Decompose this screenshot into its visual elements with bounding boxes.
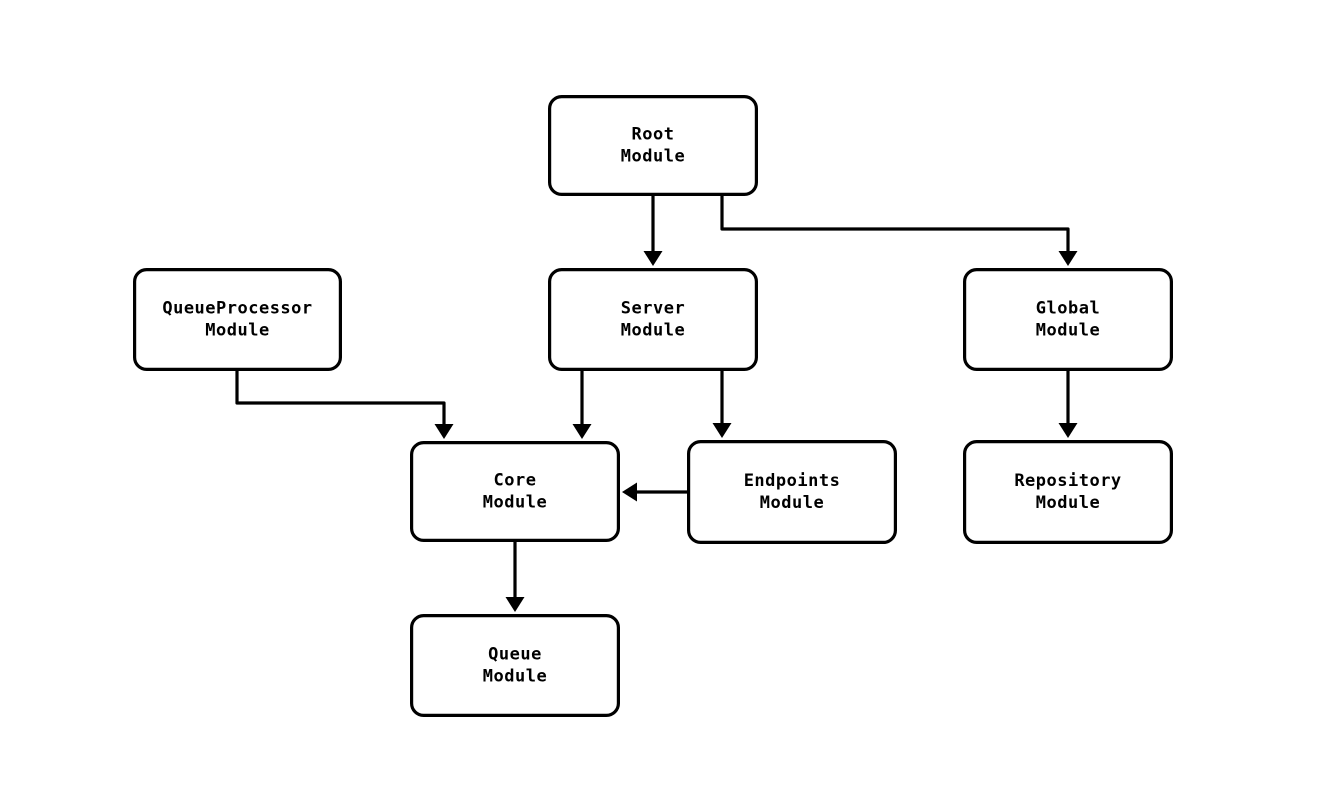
edge-endpoints-to-core: [622, 482, 687, 502]
endpoints-module-node-box[interactable]: [686, 440, 897, 545]
endpoints-module-node-label-line1: Endpoints: [744, 471, 841, 491]
global-module-node-label-line1: Global: [1036, 299, 1100, 319]
repository-module-node-label-line2: Module: [1036, 493, 1100, 513]
endpoints-module-node-label-line2: Module: [760, 493, 824, 513]
edge-core-to-queue-arrowhead-icon: [505, 597, 525, 612]
queueprocessor-module-node-label-line1: QueueProcessor: [162, 299, 312, 319]
edge-endpoints-to-core-arrowhead-icon: [622, 482, 637, 502]
nodes-layer: RootModuleQueueProcessorModuleServerModu…: [133, 94, 1173, 717]
queueprocessor-module-node-box[interactable]: [133, 268, 343, 372]
edge-root-to-server-arrowhead-icon: [643, 251, 663, 266]
edge-server-to-core: [572, 371, 592, 439]
edge-queueprocessor-to-core: [235, 371, 454, 439]
edge-root-to-server: [643, 196, 663, 266]
edge-server-to-endpoints-arrowhead-icon: [712, 423, 732, 438]
server-module-node-label-line1: Server: [621, 299, 685, 319]
core-module-node-label-line2: Module: [483, 493, 547, 513]
queue-module-node-box[interactable]: [410, 613, 621, 717]
core-module-node-label-line1: Core: [494, 471, 537, 491]
root-module-node-label-line1: Root: [632, 125, 675, 145]
edge-root-to-global-arrowhead-icon: [1058, 251, 1078, 266]
edge-queueprocessor-to-core-line: [235, 371, 446, 426]
repository-module-node-label-line1: Repository: [1014, 471, 1121, 491]
repository-module-node-box[interactable]: [962, 440, 1173, 545]
queue-module-node-label-line2: Module: [483, 667, 547, 687]
global-module-node-label-line2: Module: [1036, 321, 1100, 341]
edge-server-to-core-arrowhead-icon: [572, 424, 592, 439]
root-module-node-label-line2: Module: [621, 147, 685, 167]
edge-root-to-global: [720, 196, 1078, 266]
edge-global-to-repository: [1058, 371, 1078, 438]
edge-queueprocessor-to-core-arrowhead-icon: [434, 424, 454, 439]
core-module-node-box[interactable]: [410, 441, 621, 543]
edges-layer: [235, 196, 1078, 612]
edge-global-to-repository-arrowhead-icon: [1058, 423, 1078, 438]
server-module-node-box[interactable]: [547, 268, 758, 372]
edge-core-to-queue: [505, 542, 525, 612]
queue-module-node-label-line1: Queue: [488, 645, 542, 665]
edge-server-to-endpoints: [712, 371, 732, 438]
queueprocessor-module-node-label-line2: Module: [205, 321, 269, 341]
global-module-node-box[interactable]: [962, 268, 1173, 372]
root-module-node-box[interactable]: [547, 94, 758, 197]
edge-root-to-global-line: [720, 196, 1070, 253]
server-module-node-label-line2: Module: [621, 321, 685, 341]
